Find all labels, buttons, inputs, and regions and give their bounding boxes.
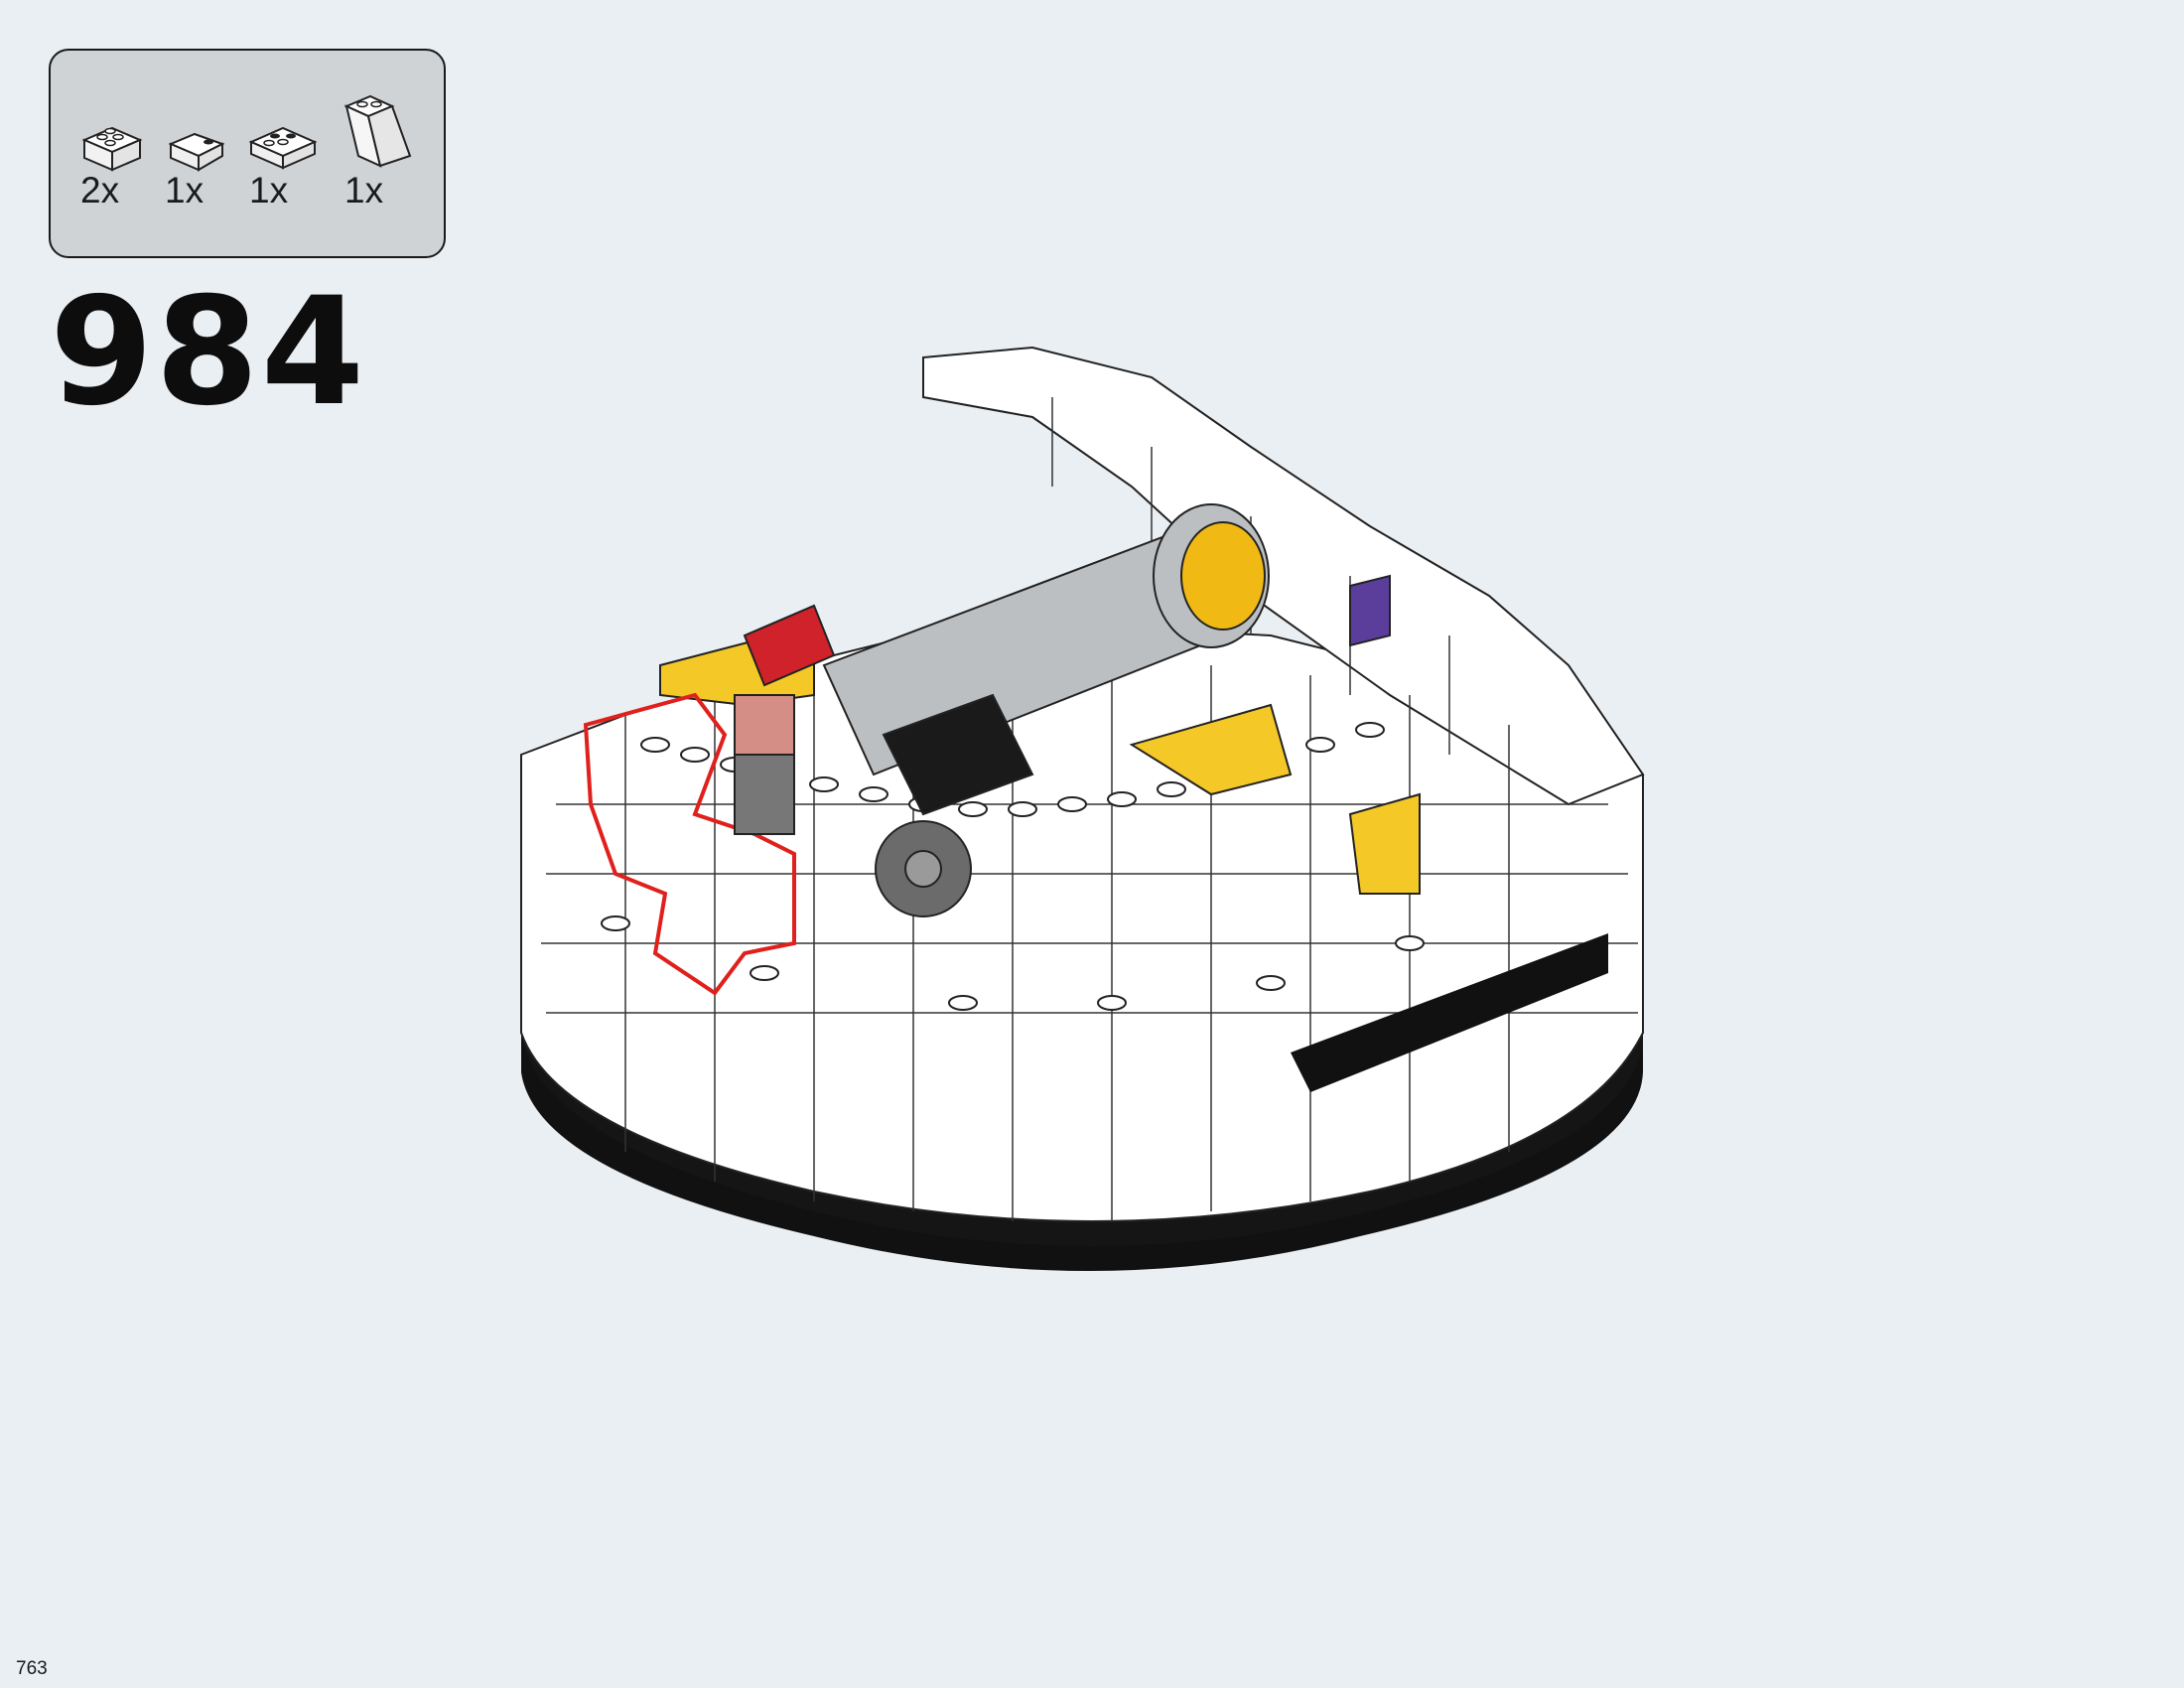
page-number: 763 — [16, 1658, 48, 1679]
brick-2x2-icon — [81, 126, 143, 172]
part-qty: 2x — [80, 170, 120, 211]
step-number: 984 — [50, 266, 367, 439]
plate-2x2-corner-icon — [248, 126, 318, 170]
model-illustration — [496, 338, 1688, 1331]
part-plate-2x2-corner — [247, 110, 319, 174]
part-slope-1x2 — [165, 110, 228, 174]
parts-callout: 2x 1x 1x 1x — [49, 49, 446, 258]
slope-1x2-icon — [168, 132, 225, 172]
part-slope-2x2-tall — [341, 86, 414, 176]
part-brick-2x2 — [80, 110, 144, 174]
part-qty: 1x — [344, 170, 384, 211]
part-qty: 1x — [165, 170, 205, 211]
model-assembly-image — [520, 346, 1645, 1271]
part-qty: 1x — [249, 170, 289, 211]
slope-2x2-tall-icon — [343, 94, 412, 168]
